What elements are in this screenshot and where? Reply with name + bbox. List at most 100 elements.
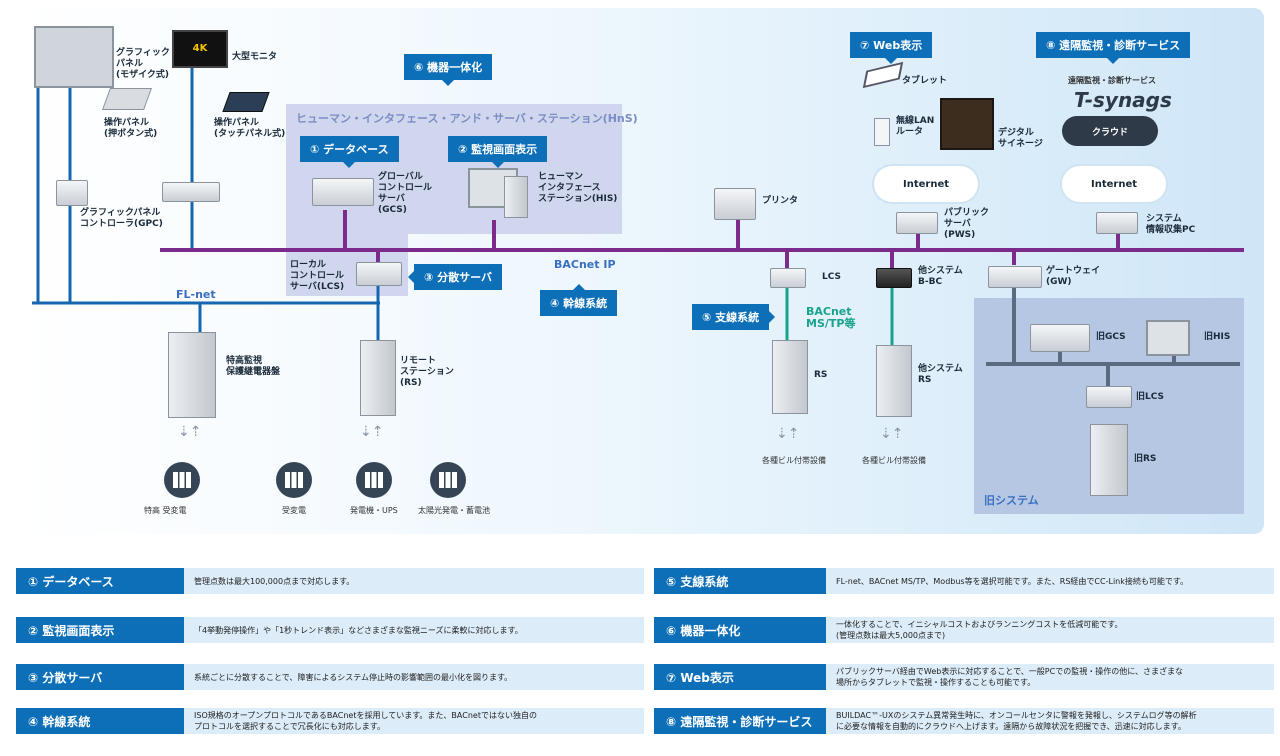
wlan-router-image (874, 118, 890, 146)
bottom-icon-label-4: 太陽光発電・蓄電池 (418, 506, 490, 515)
feature-title-7: ⑦ Web表示 (654, 664, 838, 690)
feature-title-4: ④ 幹線系統 (16, 708, 196, 734)
old-his-image (1146, 320, 1190, 356)
op-button-panel-image (101, 88, 153, 110)
info-pc-label: システム 情報収集PC (1146, 214, 1196, 235)
hns-area (286, 104, 622, 234)
signage-label: デジタル サイネージ (998, 128, 1043, 149)
lcs2-label: LCS (822, 272, 841, 282)
bacnet-mstp-label: BACnet MS/TP等 (806, 305, 856, 330)
tag-monitor-display: ② 監視画面表示 (448, 136, 548, 168)
old-rs-image (1090, 424, 1128, 496)
tag-database: ① データベース (300, 136, 399, 168)
bldg-equip-label-1: 各種ビル付帯設備 (762, 456, 826, 465)
feature-title-8: ⑧ 遠隔監視・診断サービス (654, 708, 838, 734)
tag-branch: ⑤ 支線系統 (692, 304, 776, 330)
op-touch-panel-image (222, 92, 270, 112)
rs2-image (772, 340, 808, 414)
feature-desc-1: 管理点数は最大100,000点まで対応します。 (184, 568, 644, 594)
bottom-icon-label-1: 特高 受変電 (144, 506, 187, 515)
old-lcs-label: 旧LCS (1136, 392, 1164, 402)
tag-backbone: ④ 幹線系統 (540, 284, 618, 316)
other-rs-io-arrows-icon: ⇣⇡ (880, 426, 904, 442)
hv-panel-label: 特高監視 保護継電器盤 (226, 356, 281, 377)
tablet-label: タブレット (902, 76, 948, 86)
graphic-panel-label: グラフィック パネル (モザイク式) (116, 48, 170, 80)
wlan-router-label: 無線LAN ルータ (896, 116, 935, 137)
feature-desc-4: ISO規格のオープンプロトコルであるBACnetを採用しています。また、BACn… (184, 708, 644, 734)
signage-image (940, 98, 994, 150)
hv-panel-image (168, 332, 216, 418)
large-monitor-image: 4K (172, 30, 228, 68)
rs2-label: RS (814, 370, 828, 380)
large-monitor-label: 大型モニタ (232, 52, 278, 62)
rs-label: リモート ステーション (RS) (400, 356, 454, 388)
old-his-label: 旧HIS (1204, 332, 1231, 342)
old-gcs-label: 旧GCS (1096, 332, 1126, 342)
pws-image (896, 212, 938, 234)
tag-integration: ⑥ 機器一体化 (404, 54, 493, 86)
feature-desc-8: BUILDAC™-UXのシステム異常発生時に、オンコールセンタに警報を発報し、シ… (826, 708, 1274, 734)
feature-title-3: ③ 分散サーバ (16, 664, 196, 690)
bottom-icon-label-2: 受変電 (282, 506, 306, 515)
substation-hv-icon (164, 462, 200, 498)
old-gcs-image (1030, 324, 1090, 352)
bldg-equip-label-2: 各種ビル付帯設備 (862, 456, 926, 465)
printer-image (714, 188, 756, 220)
feature-desc-7: パブリックサーバ経由でWeb表示に対応することで、一般PCでの監視・操作の他に、… (826, 664, 1274, 690)
gw-image (988, 266, 1042, 288)
rs-image (360, 340, 396, 416)
hv-io-arrows-icon: ⇣⇡ (178, 424, 202, 440)
old-system-label: 旧システム (984, 494, 1039, 507)
other-bbc-image (876, 268, 912, 288)
flnet-label: FL-net (176, 288, 216, 301)
tsynags-caption: 遠隔監視・診断サービス (1068, 76, 1156, 85)
generator-icon (356, 462, 392, 498)
lcs-label: ローカル コントロール サーバ(LCS) (290, 260, 345, 292)
rs2-io-arrows-icon: ⇣⇡ (776, 426, 800, 442)
old-rs-label: 旧RS (1134, 454, 1157, 464)
feature-title-1: ① データベース (16, 568, 196, 594)
op-button-panel-label: 操作パネル (押ボタン式) (104, 118, 158, 139)
gcs-label: グローバル コントロール サーバ (GCS) (378, 172, 433, 215)
feature-desc-3: 系統ごとに分散することで、障害によるシステム停止時の影響範囲の最小化を図ります。 (184, 664, 644, 690)
pws-label: パブリック サーバ (PWS) (944, 208, 990, 240)
hns-title: ヒューマン・インタフェース・アンド・サーバ・ステーション(HnS) (296, 112, 638, 125)
tag-web-display: ⑦ Web表示 (850, 32, 933, 64)
printer-label: プリンタ (762, 196, 799, 206)
his-tower-image (504, 176, 528, 218)
old-lcs-image (1086, 386, 1132, 408)
cloud-service-badge: クラウド (1062, 116, 1158, 146)
other-rs-image (876, 345, 912, 417)
rs-io-arrows-icon: ⇣⇡ (360, 424, 384, 440)
substation-icon (276, 462, 312, 498)
feature-desc-5: FL-net、BACnet MS/TP、Modbus等を選択可能です。また、RS… (826, 568, 1274, 594)
feature-desc-2: 「4挙動発停操作」や「1秒トレンド表示」などさまざまな監視ニーズに柔軟に対応しま… (184, 617, 644, 643)
gcs-image (312, 178, 374, 206)
bacnet-ip-label: BACnet IP (554, 258, 616, 271)
gw-label: ゲートウェイ (GW) (1046, 266, 1101, 287)
internet-cloud-right: Internet (1062, 166, 1166, 202)
gpc-image (56, 180, 88, 206)
op-touch-panel-label: 操作パネル (タッチパネル式) (214, 118, 286, 139)
internet-cloud-left: Internet (874, 166, 978, 202)
tag-distributed-server: ③ 分散サーバ (407, 264, 503, 290)
his-label: ヒューマン インタフェース ステーション(HIS) (538, 172, 618, 204)
other-bbc-label: 他システム B-BC (918, 266, 963, 287)
bottom-icon-label-3: 発電機・UPS (350, 506, 398, 515)
feature-title-6: ⑥ 機器一体化 (654, 617, 838, 643)
tag-remote-service: ⑧ 遠隔監視・診断サービス (1036, 32, 1191, 64)
feature-title-2: ② 監視画面表示 (16, 617, 196, 643)
lcs2-image (770, 268, 806, 288)
feature-title-5: ⑤ 支線系統 (654, 568, 838, 594)
lcs-image (356, 262, 402, 286)
solar-icon (430, 462, 466, 498)
info-pc-image (1096, 212, 1138, 234)
feature-desc-6: 一体化することで、イニシャルコストおよびランニングコストを低減可能です。 (管理… (826, 617, 1274, 643)
tsynags-logo: T-synags (1074, 88, 1172, 112)
gpc-label: グラフィックパネル コントローラ(GPC) (80, 208, 163, 229)
network-lines (32, 60, 1244, 386)
graphic-panel-image (34, 26, 114, 88)
other-rs-label: 他システム RS (918, 364, 963, 385)
monitor-controller-image (162, 182, 220, 202)
